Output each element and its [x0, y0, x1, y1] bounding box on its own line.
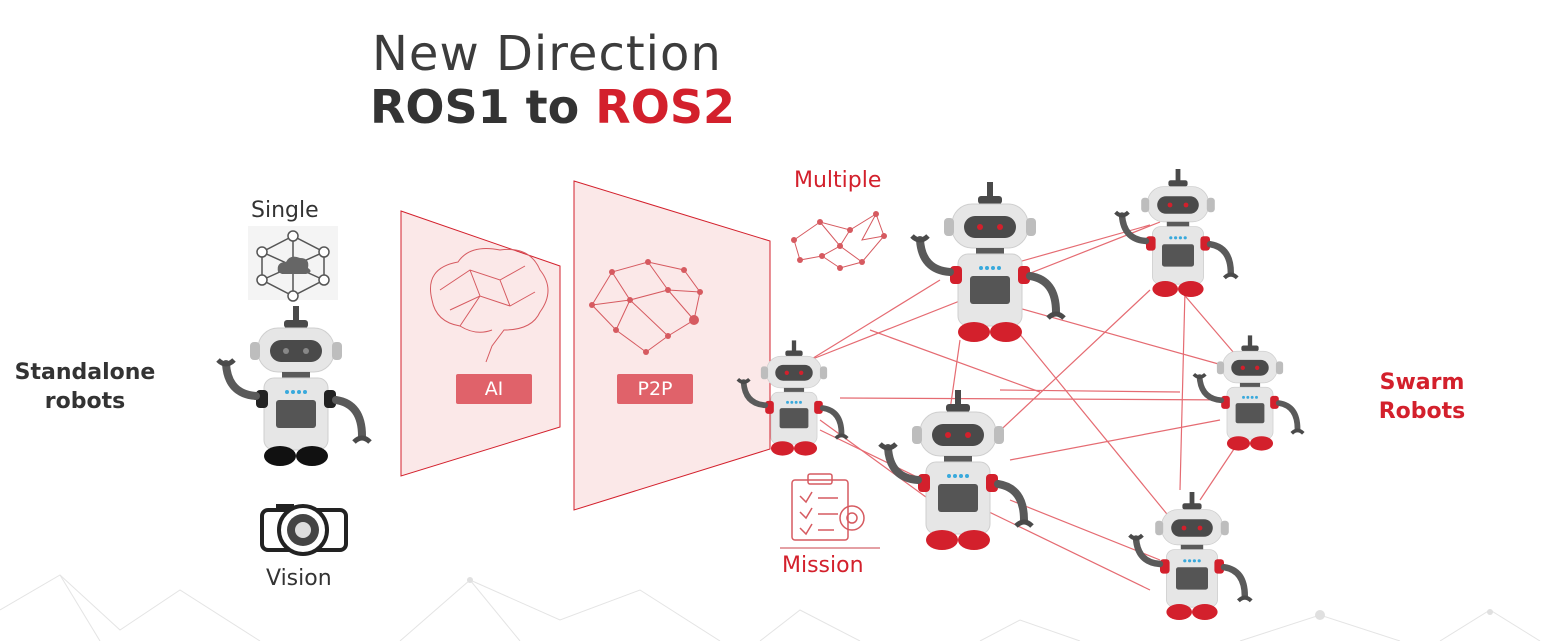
swarm-robot-6 — [1130, 492, 1252, 620]
swarm-label-line2: Robots — [1378, 399, 1466, 424]
standalone-label-line1: Standalone — [14, 360, 156, 385]
swarm-robot-3 — [1116, 169, 1238, 297]
single-label: Single — [251, 198, 319, 223]
mission-clipboard-icon — [791, 473, 865, 541]
swarm-robot-2 — [912, 182, 1064, 342]
multiple-network-icon — [791, 211, 887, 271]
vision-label: Vision — [266, 566, 332, 591]
brain-network-icon — [430, 248, 549, 363]
p2p-network-icon — [589, 259, 703, 355]
multiple-label: Multiple — [794, 168, 882, 193]
p2p-tag: P2P — [617, 374, 693, 404]
standalone-label-line2: robots — [44, 389, 126, 414]
title-ros1: ROS1 to — [370, 80, 596, 134]
standalone-robot — [218, 306, 370, 466]
swarm-robot-4 — [1194, 335, 1303, 450]
title-line-2: ROS1 to ROS2 — [370, 80, 735, 134]
camera-icon — [260, 504, 348, 556]
title-ros2: ROS2 — [595, 80, 735, 134]
title-line-1: New Direction — [372, 26, 722, 82]
ai-panel — [400, 210, 561, 477]
mission-label: Mission — [782, 553, 864, 578]
standalone-robots-label: Standalone robots — [2, 358, 168, 416]
swarm-label-line1: Swarm — [1379, 370, 1465, 395]
swarm-robots-label: Swarm Robots — [1352, 368, 1492, 426]
p2p-panel — [573, 180, 771, 511]
ai-tag: AI — [456, 374, 532, 404]
cloud-network-icon — [248, 226, 338, 302]
